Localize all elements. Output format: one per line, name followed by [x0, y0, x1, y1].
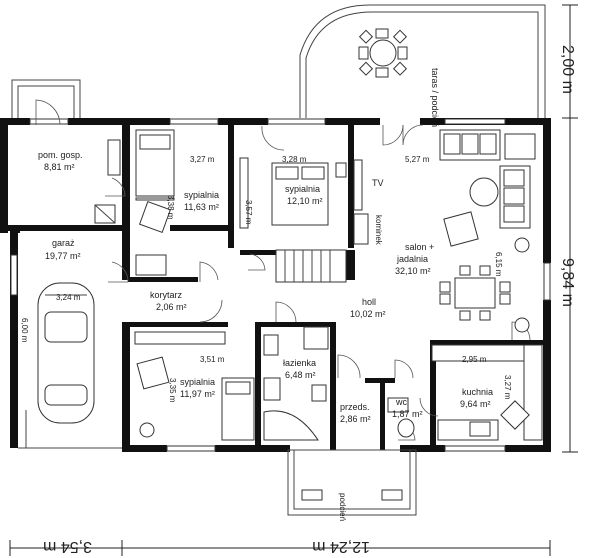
dim-garage-depth: 6,00 m [20, 318, 29, 343]
dim-kitchen-depth: 3,27 m [503, 375, 512, 400]
room-sypialnia-c-name: sypialnia [180, 377, 215, 387]
bathroom-fixtures [263, 326, 329, 441]
terrace-outline [299, 4, 546, 118]
terrace-table [358, 28, 408, 78]
dim-bedroom-a-width: 3,27 m [190, 155, 215, 164]
inner-walls [0, 118, 545, 450]
dim-kitchen-width: 2,95 m [462, 355, 487, 364]
room-wc-area: 1,87 m² [392, 409, 423, 419]
dim-right-top: 2,00 m [559, 45, 576, 94]
dim-bedroom-c-depth: 3,35 m [168, 378, 177, 403]
staircase [275, 249, 347, 283]
bedroom-a-furniture [135, 129, 175, 276]
plant-icons [139, 237, 530, 438]
dim-bedroom-b-depth: 3,57 m [244, 200, 253, 225]
room-holl-name: holl [362, 297, 376, 307]
room-garaz-area: 19,77 m² [45, 251, 81, 261]
dim-salon-width: 5,27 m [405, 155, 430, 164]
dim-bedroom-b-width: 3,28 m [282, 155, 307, 164]
room-sypialnia-b-name: sypialnia [285, 184, 320, 194]
room-korytarz-name: korytarz [150, 290, 183, 300]
dim-right-main: 9,84 m [559, 258, 576, 307]
room-wc-name: wc [395, 397, 407, 407]
living-room-furniture [439, 129, 536, 247]
room-kuchnia-name: kuchnia [462, 387, 493, 397]
room-salon-name: salon + [405, 242, 434, 252]
room-sypialnia-c-area: 11,97 m² [180, 389, 215, 399]
room-holl-area: 10,02 m² [350, 309, 386, 319]
room-przedsionek-name: przeds. [340, 402, 370, 412]
room-korytarz-area: 2,06 m² [156, 302, 187, 312]
room-przedsionek-area: 2,86 m² [340, 414, 371, 424]
wc-fixtures [387, 397, 415, 438]
room-salon-area: 32,10 m² [395, 266, 431, 276]
dim-bottom-left: 3,54 m [43, 538, 92, 555]
room-sypialnia-a-name: sypialnia [184, 190, 219, 200]
room-salon-name2: jadalnia [396, 254, 428, 264]
tv-unit [353, 159, 369, 245]
room-sypialnia-b-area: 12,10 m² [287, 196, 323, 206]
room-garaz-name: garaż [52, 238, 75, 248]
dim-garage-width: 3,24 m [56, 293, 81, 302]
dim-salon-depth: 6,15 m [494, 252, 503, 277]
dim-bedroom-a-depth: 3,38 m [166, 195, 175, 220]
bedroom-b-furniture [239, 157, 347, 229]
dim-bedroom-c-width: 3,51 m [200, 355, 225, 364]
room-lazienka-name: łazienka [283, 358, 316, 368]
room-pom-gosp-area: 8,81 m² [44, 162, 75, 172]
bedroom-c-furniture [134, 331, 255, 441]
terrace-label: taras / podcień [430, 68, 440, 127]
room-lazienka-area: 6,48 m² [285, 370, 316, 380]
porch-label: podcień [338, 493, 347, 521]
windows [10, 118, 551, 452]
room-pom-gosp-name: pom. gosp. [38, 150, 83, 160]
kominek-label: kominek [374, 215, 383, 246]
dining-table [439, 265, 511, 321]
room-sypialnia-a-area: 11,63 m² [184, 202, 219, 212]
car-icon [37, 282, 95, 424]
dim-bottom-main: 12,24 m [312, 538, 370, 555]
room-kuchnia-area: 9,64 m² [460, 399, 491, 409]
tv-label: TV [372, 178, 384, 188]
porch-outline [287, 449, 417, 516]
dimension-lines [9, 4, 578, 556]
kitchen-fixtures [431, 344, 543, 441]
utility-fixtures [94, 139, 121, 224]
